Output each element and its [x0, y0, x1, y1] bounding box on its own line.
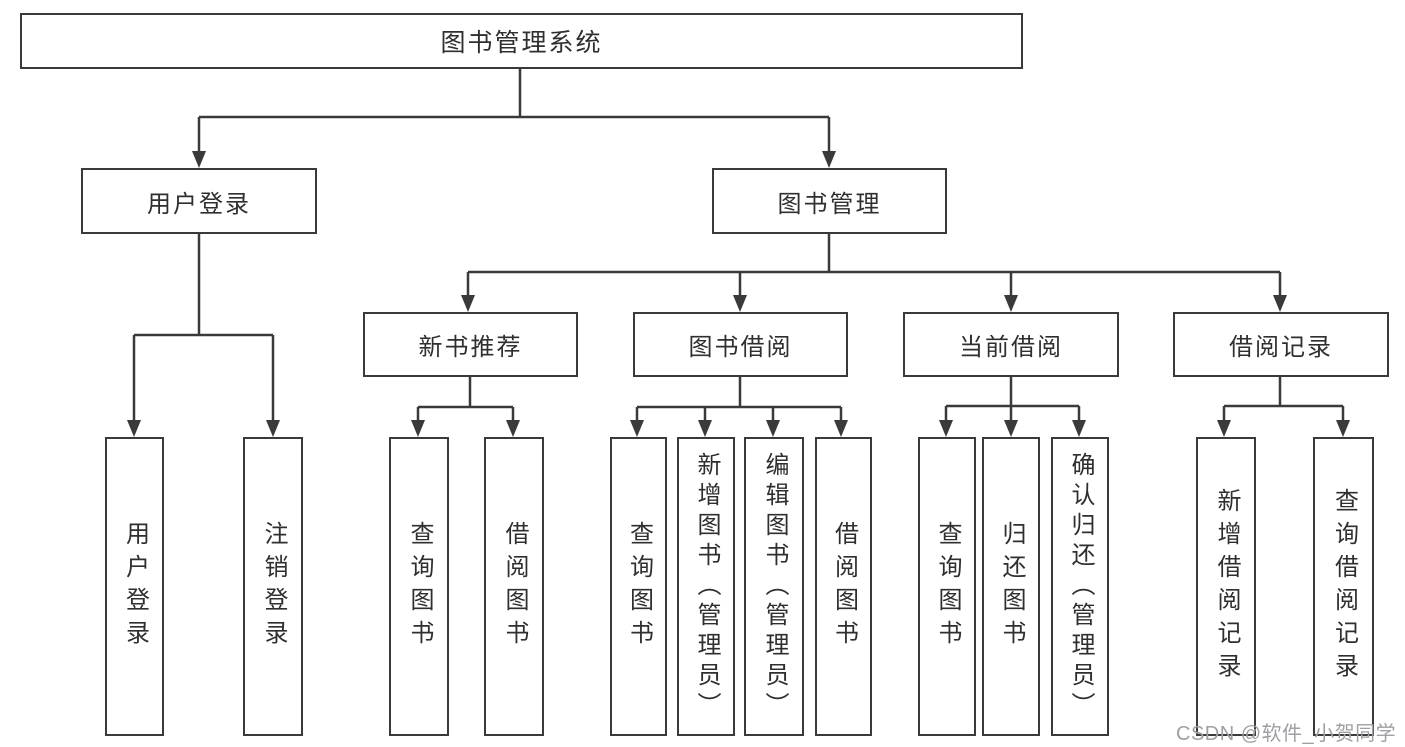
node-book-borrowing: 图书借阅: [633, 312, 848, 377]
arrowheads: [127, 151, 1350, 437]
arrowhead: [411, 420, 425, 437]
leaf-query-books-current: 查询图书: [918, 437, 976, 736]
arrowhead: [127, 420, 141, 437]
leaf-return-books: 归还图书: [982, 437, 1040, 736]
arrowhead: [822, 151, 836, 168]
leaf-user-login: 用户登录: [105, 437, 164, 736]
leaf-add-book-admin: 新增图书（管理员）: [677, 437, 735, 736]
arrowhead: [766, 420, 780, 437]
watermark: CSDN @软件_小贺同学: [1176, 723, 1397, 745]
edge-current-borrowing-split: [944, 376, 1081, 422]
edge-book-borrowing-split: [635, 376, 843, 422]
node-user-login-branch: 用户登录: [81, 168, 317, 234]
node-current-borrowing: 当前借阅: [903, 312, 1119, 377]
leaf-edit-book-admin: 编辑图书（管理员）: [744, 437, 804, 736]
arrowhead: [266, 420, 280, 437]
edge-new-book-split: [416, 376, 515, 422]
arrowhead: [506, 420, 520, 437]
arrowhead: [1004, 295, 1018, 312]
connector-edges: [132, 68, 1345, 422]
edge-book-mgmt-split: [466, 233, 1282, 298]
leaf-query-borrow-record: 查询借阅记录: [1313, 437, 1374, 736]
arrowhead: [630, 420, 644, 437]
leaf-add-borrow-record: 新增借阅记录: [1196, 437, 1256, 736]
leaf-query-books-recommend: 查询图书: [389, 437, 449, 736]
edge-user-login-split: [132, 233, 275, 422]
node-borrowing-records: 借阅记录: [1173, 312, 1389, 377]
arrowhead: [939, 420, 953, 437]
leaf-query-books-borrowing: 查询图书: [610, 437, 667, 736]
arrowhead: [461, 295, 475, 312]
node-new-book-recommend: 新书推荐: [363, 312, 578, 377]
leaf-logout: 注销登录: [243, 437, 303, 736]
arrowhead: [733, 295, 747, 312]
edge-root-split: [197, 68, 831, 153]
arrowhead: [1217, 420, 1231, 437]
node-book-management-branch: 图书管理: [712, 168, 947, 234]
leaf-borrow-books-recommend: 借阅图书: [484, 437, 544, 736]
leaf-confirm-return-admin: 确认归还（管理员）: [1051, 437, 1109, 736]
arrowhead: [698, 420, 712, 437]
arrowhead: [834, 420, 848, 437]
arrowhead: [1004, 420, 1018, 437]
node-library-system: 图书管理系统: [20, 13, 1023, 69]
edge-borrowing-records-split: [1222, 376, 1345, 422]
arrowhead: [1336, 420, 1350, 437]
arrowhead: [1273, 295, 1287, 312]
arrowhead: [1072, 420, 1086, 437]
leaf-borrow-books-borrowing: 借阅图书: [815, 437, 872, 736]
arrowhead: [192, 151, 206, 168]
